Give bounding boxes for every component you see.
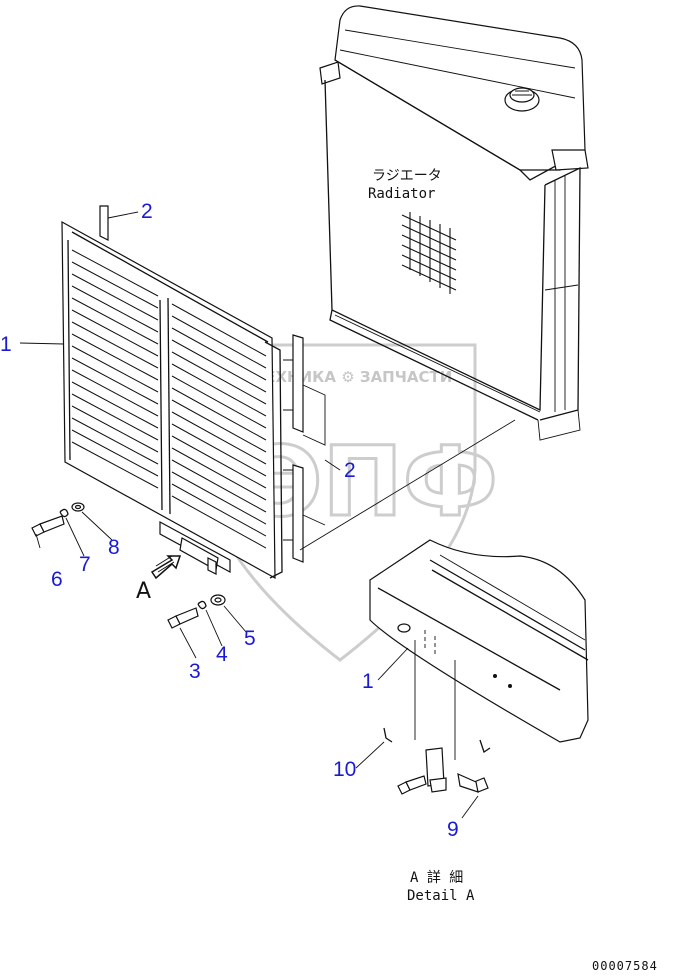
radiator-label-en: Radiator	[368, 186, 435, 202]
callout-2: 2	[141, 200, 153, 223]
view-arrow-icon	[150, 555, 182, 580]
louvers-right	[171, 303, 267, 549]
bolt-icon	[397, 775, 427, 795]
radiator-label-jp: ラジエータ	[372, 168, 442, 184]
bolt-icon	[457, 772, 489, 793]
detail-label-en: Detail A	[407, 888, 475, 904]
hardware-mid	[167, 594, 226, 629]
spring-washer-icon	[59, 508, 69, 518]
callout-7: 7	[79, 553, 91, 576]
watermark-logo: ЭПФ	[252, 426, 498, 538]
callout-6: 6	[51, 568, 63, 591]
radiator-cap-icon	[504, 87, 540, 112]
radiator-core-grid	[401, 212, 457, 294]
drawing-number: 00007584	[592, 959, 658, 973]
callout-1: 1	[362, 670, 374, 693]
louvers-left	[71, 249, 159, 489]
louver-grille	[61, 205, 283, 580]
view-marker-a: A	[136, 579, 151, 604]
washer-icon	[71, 502, 85, 512]
side-brackets	[283, 334, 516, 563]
callout-10: 10	[333, 758, 356, 781]
callouts: 1 2 2 3 4 5 6 7 8 1 9 10	[0, 200, 459, 841]
spring-washer-icon	[197, 600, 207, 610]
callout-8: 8	[108, 536, 120, 559]
watermark: ТЕХНИКА ⚙ ЗАПЧАСТИ ЭПФ	[203, 343, 500, 662]
hardware-left	[31, 502, 85, 537]
leader-lines	[19, 211, 479, 819]
radiator: ラジエータ Radiator	[319, 5, 589, 441]
bolt-icon	[167, 607, 199, 629]
callout-9: 9	[447, 818, 459, 841]
callout-4: 4	[216, 643, 228, 666]
callout-5: 5	[244, 627, 256, 650]
washer-icon	[210, 594, 226, 606]
watermark-text: ТЕХНИКА ⚙ ЗАПЧАСТИ	[255, 368, 452, 386]
bolt-icon	[31, 515, 65, 537]
detail-a	[369, 539, 589, 795]
callout-3: 3	[189, 660, 201, 683]
callout-1: 1	[0, 333, 12, 356]
callout-2: 2	[344, 459, 356, 482]
detail-label-jp: A 詳 細	[410, 870, 463, 886]
